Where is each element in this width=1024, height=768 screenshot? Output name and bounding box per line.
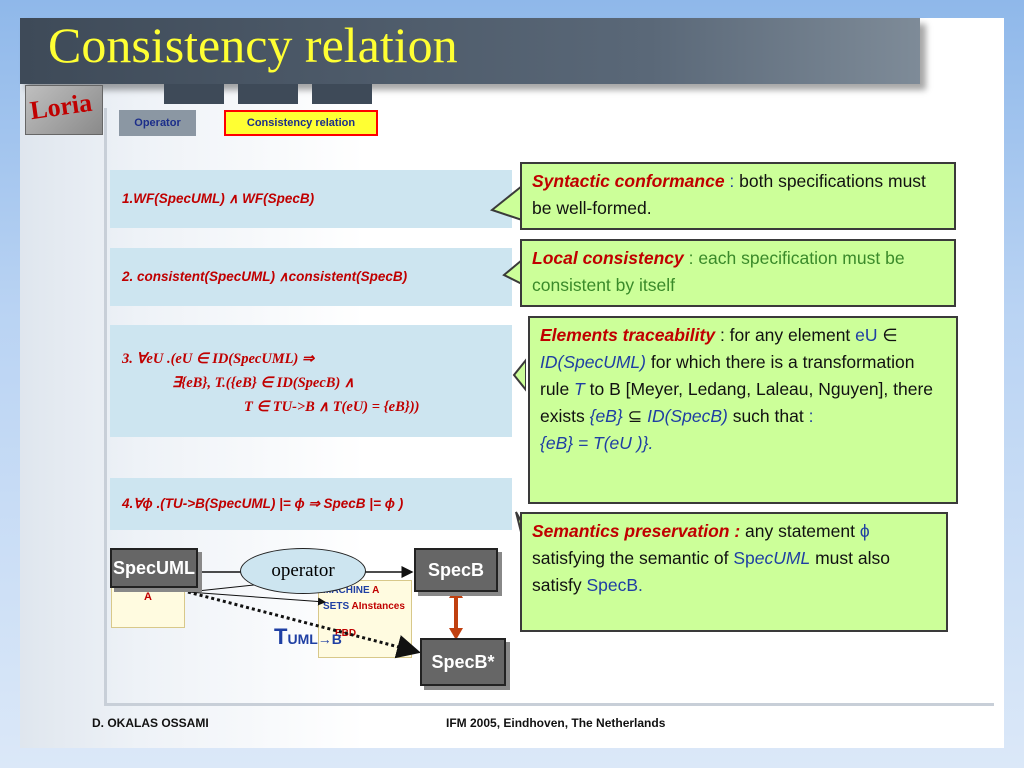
callout-separator: : [729, 521, 746, 541]
callout-traceability: Elements traceability : for any element … [528, 316, 958, 504]
callout-separator: : [724, 171, 740, 191]
page-number: 9 [972, 718, 987, 748]
callout-spec-b: ecUML [754, 548, 811, 568]
formula-consistent: 2. consistent(SpecUML) ∧consistent(SpecB… [110, 248, 512, 306]
callout-syntactic: Syntactic conformance : both specificati… [520, 162, 956, 230]
formula-traceability: 3. ∀eU .(eU ∈ ID(SpecUML) ⇒ ∃{eB}, T.({e… [110, 325, 512, 437]
callout-text: satisfying the semantic of [532, 548, 734, 568]
callout-heading: Syntactic conformance [532, 171, 725, 191]
callout-formula: {eB} = T(eU )}. [540, 433, 654, 453]
callout-body: each specification must be consistent by… [532, 248, 905, 295]
callout-colon: : [808, 406, 814, 426]
pointer-syntactic [489, 183, 523, 222]
class-name-a: A [144, 591, 152, 603]
divider-horizontal [104, 703, 994, 706]
callout-body: both specifications must be well-formed. [532, 171, 926, 218]
callout-text: : for any element [715, 325, 856, 345]
callout-id-b: ID(SpecB) [647, 406, 728, 426]
formula-line: 3. ∀eU .(eU ∈ ID(SpecUML) ⇒ [122, 351, 315, 367]
arrow-transformation [187, 590, 421, 659]
callout-symbol: ∈ [877, 325, 898, 345]
t-subscript: UML→B [287, 631, 342, 647]
footer-author: D. OKALAS OSSAMI [92, 716, 209, 730]
callout-semantics: Semantics preservation : any statement ϕ… [520, 512, 948, 632]
arrow-head-up [449, 586, 463, 598]
operator-ellipse: operator [240, 548, 366, 594]
formula-wf: 1.WF(SpecUML) ∧ WF(SpecB) [110, 170, 512, 228]
transformation-label: TUML→B [274, 624, 342, 650]
callout-var-t: T [574, 379, 585, 399]
specuml-box: SpecUML [110, 548, 198, 588]
machine-keyword: MACHINE [323, 585, 370, 596]
title-bar [20, 18, 920, 84]
class-box: A [111, 584, 185, 628]
t-symbol: T [274, 624, 288, 649]
sets-name: AInstances [351, 601, 405, 612]
logo-text: Loria [28, 87, 94, 126]
callout-text: any statement [745, 521, 860, 541]
callout-local: Local consistency : each specification m… [520, 239, 956, 307]
specb-star-box: SpecB* [420, 638, 506, 686]
callout-text: to B [Meyer, Ledang, Laleau, Nguyen], th… [540, 379, 934, 426]
callout-id-uml: ID(SpecUML) [540, 352, 646, 372]
machine-name: A [372, 585, 380, 596]
divider-vertical [104, 108, 107, 706]
nav-consistency-button[interactable]: Consistency relation [224, 110, 378, 136]
arrow-class-to-sets [187, 591, 326, 606]
formula-semantics: 4.∀ϕ .(TU->B(SpecUML) |= ϕ ⇒ SpecB |= ϕ … [110, 478, 512, 530]
title-tab-stub [238, 84, 298, 104]
footer-conference: IFM 2005, Eindhoven, The Netherlands [446, 716, 666, 730]
callout-var-eu: eU [855, 325, 878, 345]
callout-text: for which there is a transformation rule [540, 352, 915, 399]
title-tab-stub [312, 84, 372, 104]
callout-heading: Semantics preservation [532, 521, 730, 541]
callout-spec-a: Sp [733, 548, 755, 568]
callout-symbol: ⊆ [622, 406, 648, 426]
nav-operator-button[interactable]: Operator [119, 110, 196, 136]
callout-var-eb: {eB} [589, 406, 623, 426]
specb-box: SpecB [414, 548, 498, 592]
arrow-head-down [449, 628, 463, 640]
callout-heading: Elements traceability [540, 325, 716, 345]
callout-separator: : [683, 248, 699, 268]
slide-title: Consistency relation [48, 17, 458, 73]
formula-line: T ∈ TU->B ∧ T(eU) = {eB})) [244, 399, 420, 415]
formula-line: ∃{eB}, T.({eB} ∈ ID(SpecB) ∧ [172, 375, 355, 391]
callout-text: must also satisfy [532, 548, 890, 595]
sets-keyword: SETS [323, 601, 350, 612]
title-tab-stub [164, 84, 224, 104]
callout-spec: SpecB. [586, 575, 643, 595]
pointer-traceability [512, 358, 526, 392]
callout-heading: Local consistency [532, 248, 684, 268]
callout-text: such that [727, 406, 809, 426]
callout-phi: ϕ [859, 521, 870, 541]
loria-logo: Loria [25, 85, 103, 135]
